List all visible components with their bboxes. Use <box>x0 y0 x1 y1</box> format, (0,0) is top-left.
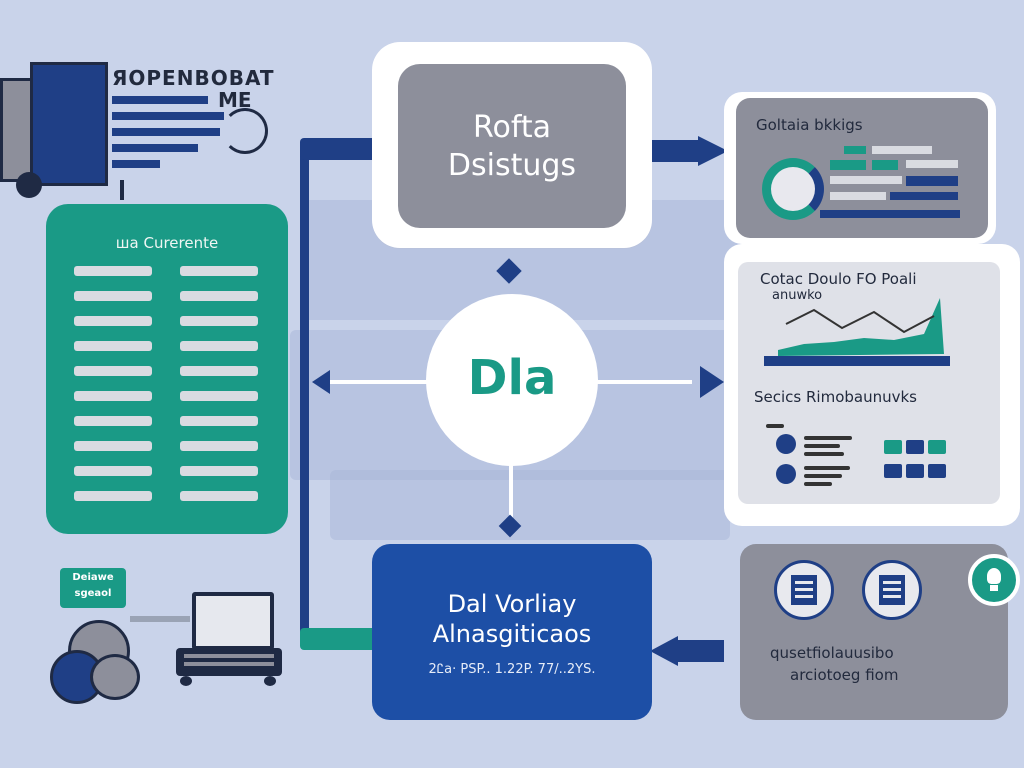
left-panel-title: ша Curerente <box>115 234 219 252</box>
panel-row-bar <box>180 391 258 401</box>
center-bottom-line2: Alnasgiticaos <box>432 620 592 648</box>
panel-row-bar <box>180 341 258 351</box>
donut-chart-icon <box>762 158 824 220</box>
bottom-left-label-line2: sgeaol <box>74 588 112 599</box>
panel-row-bar <box>180 466 258 476</box>
panel-row-bar <box>180 366 258 376</box>
panel-row-bar <box>74 416 152 426</box>
panel-row-bar <box>180 416 258 426</box>
top-left-title-line1: ЯОРЕNBOBAT <box>112 66 275 90</box>
panel-row-bar <box>180 266 258 276</box>
center-top-card[interactable]: Rofta Dsistugs <box>372 42 652 248</box>
panel-row-bar <box>180 316 258 326</box>
center-bottom-card[interactable]: Dal Vorliay Alnasgiticaos 2Ꮭa· PSP.. 1.2… <box>372 544 652 720</box>
arrow-left-icon <box>676 640 724 662</box>
center-top-line1: Rofta <box>472 110 552 145</box>
panel-row-bar <box>74 291 152 301</box>
panel-row-bar <box>180 291 258 301</box>
panel-row-bar <box>74 466 152 476</box>
hub-label: Dla <box>467 350 557 406</box>
right-top-title: Goltaia bkkigs <box>756 116 863 134</box>
arrow-right-icon <box>650 140 700 162</box>
laptop-icon <box>176 590 286 694</box>
lightbulb-icon <box>968 554 1020 606</box>
arrow-right-icon <box>700 366 724 398</box>
center-bottom-line3: 2Ꮭa· PSP.. 1.22P. 77/..2YS. <box>428 662 596 677</box>
bottom-left-label-box: Deiawe sgeaol <box>60 568 126 608</box>
panel-row-bar <box>180 441 258 451</box>
connector-line <box>330 380 430 384</box>
right-middle-card[interactable]: Cotac Doulo FO Poali anuwko Secics Rimob… <box>724 244 1020 526</box>
panel-row-bar <box>74 266 152 276</box>
connector-line <box>594 380 692 384</box>
arrow-right-icon <box>698 136 728 166</box>
connector-line <box>300 628 376 650</box>
background-band <box>330 470 730 540</box>
center-bottom-line1: Dal Vorliay <box>447 590 577 618</box>
right-bottom-card[interactable]: qusetfiolauusibo arciotoeg fiom <box>740 544 1008 720</box>
right-top-card[interactable]: Goltaia bkkigs <box>724 92 996 244</box>
bar-table-icon <box>820 142 970 224</box>
right-middle-subtitle: Secics Rimobaunuvks <box>754 388 917 406</box>
connector-line <box>509 465 513 525</box>
right-middle-title-line1: Cotac Doulo FO Poali <box>760 270 917 288</box>
center-top-line2: Dsistugs <box>447 148 577 183</box>
document-icon <box>774 560 834 620</box>
panel-row-bar <box>180 491 258 501</box>
panel-row-bar <box>74 391 152 401</box>
panel-row-bar <box>74 491 152 501</box>
connector-line <box>300 150 309 638</box>
cloud-icon <box>50 620 140 704</box>
right-middle-title-line2: anuwko <box>772 288 823 303</box>
right-bottom-line2: arciotoeg fiom <box>790 666 899 684</box>
bottom-left-label-line1: Deiawe <box>72 572 114 583</box>
arrow-left-icon <box>312 370 330 394</box>
panel-row-bar <box>74 441 152 451</box>
panel-row-bar <box>74 366 152 376</box>
panel-row-bar <box>74 341 152 351</box>
document-icon <box>862 560 922 620</box>
right-bottom-line1: qusetfiolauusibo <box>770 644 894 662</box>
center-hub[interactable]: Dla <box>426 294 598 466</box>
arrow-left-icon <box>650 636 678 666</box>
left-data-panel[interactable]: ша Curerente <box>46 204 288 534</box>
connector-line <box>300 138 376 160</box>
center-top-inner: Rofta Dsistugs <box>398 64 626 228</box>
connector-line <box>130 616 190 622</box>
area-chart <box>764 298 950 366</box>
panel-row-bar <box>74 316 152 326</box>
